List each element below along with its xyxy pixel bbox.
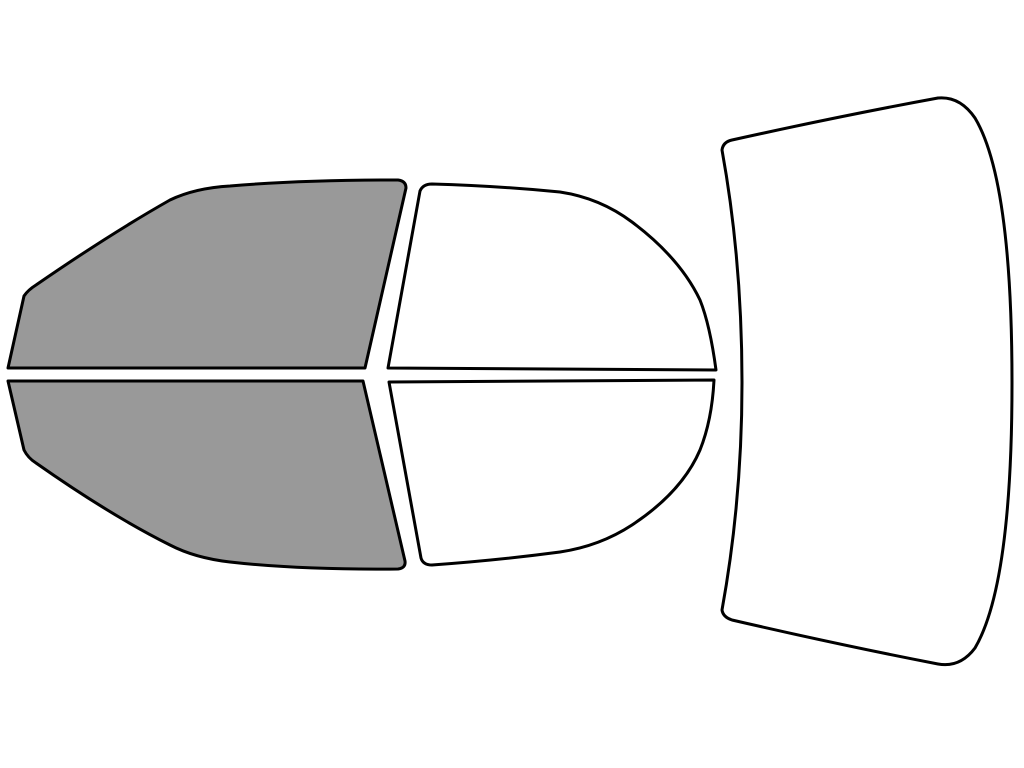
passenger-front-window[interactable] — [6, 379, 407, 571]
back-windshield[interactable] — [720, 96, 1014, 667]
driver-rear-window[interactable] — [386, 182, 718, 372]
driver-front-window[interactable] — [6, 178, 408, 370]
passenger-rear-window[interactable] — [387, 378, 716, 567]
